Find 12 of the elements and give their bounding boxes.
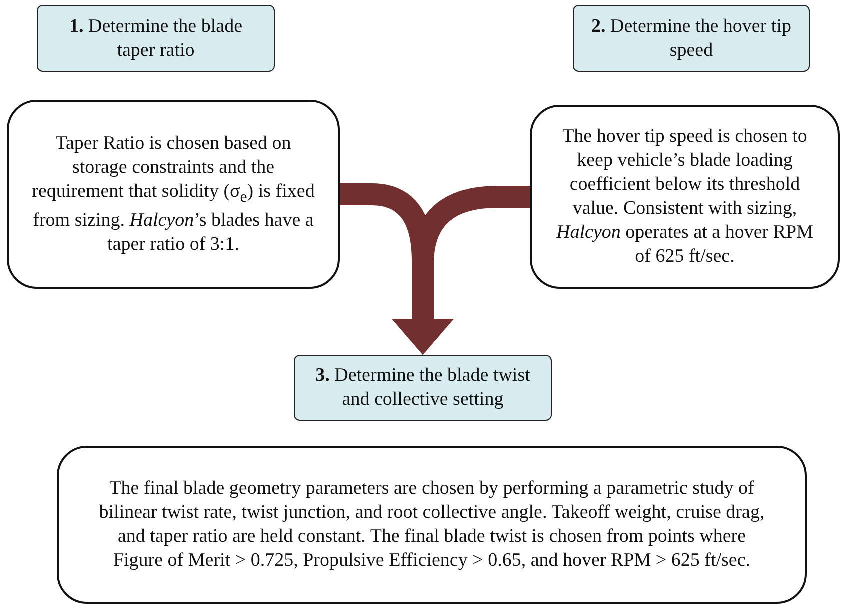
- step-heading: 1. Determine the blade taper ratio: [68, 14, 244, 62]
- description-text: The hover tip speed is chosen to keep vehicle’s blade loading coefficient below its threshold value. Consistent with sizing, Halcyon operates at a hover RPM of 625 ft/sec.: [555, 125, 814, 269]
- description-text: Taper Ratio is chosen based on storage constraints and the requirement that solidity (σ$_{e}$) is fixed from sizing. Halcyon’s blades have a taper ratio of 3:1.: [31, 132, 316, 258]
- step-heading: 2. Determine the hover tip speed: [590, 14, 792, 62]
- step-header-box: [294, 355, 552, 421]
- description-text: The final blade geometry parameters are chosen by performing a parametric study of bilinear twist rate, twist junction, and root collective angle. Takeoff weight, cruise drag, and taper ratio are held constant. The final blade twist is chosen from points where Figure of Merit > 0.725, Propulsive Efficiency > 0.65, and hover RPM > 625 ft/sec.: [98, 477, 766, 573]
- step-header-box: [573, 5, 810, 72]
- description-box: [57, 446, 807, 604]
- step-heading: 3. Determine the blade twist and collective setting: [314, 364, 532, 412]
- step-header-box: [37, 5, 275, 72]
- description-box: [7, 100, 340, 289]
- description-box: [530, 105, 840, 289]
